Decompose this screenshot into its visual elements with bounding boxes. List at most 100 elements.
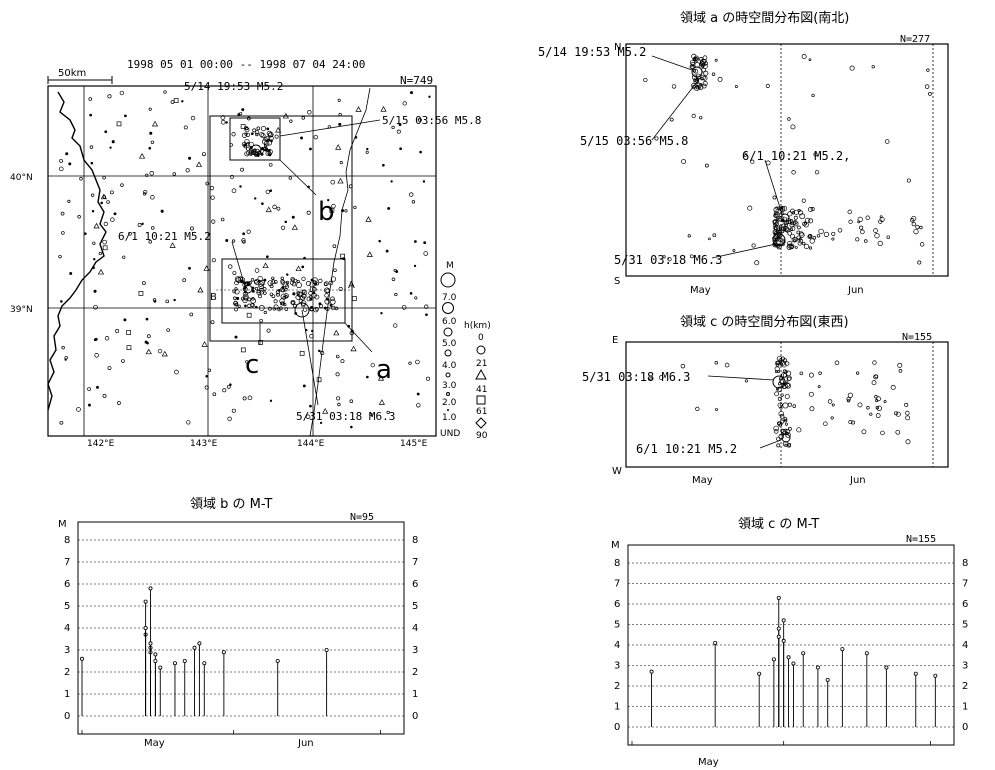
st-c-event (787, 426, 792, 431)
epicenter-dot (243, 295, 249, 301)
epicenter-dot (414, 296, 418, 300)
st-a-event (687, 234, 691, 238)
epicenter-dot (188, 156, 192, 160)
st-c-event (777, 421, 781, 426)
st-a-event (871, 65, 875, 69)
epicenter-dot (242, 232, 246, 236)
st-c-title: 領域 c の時空間分布図(東西) (680, 314, 849, 330)
epicenter-dot (102, 175, 106, 180)
st-a-event (780, 211, 784, 215)
epicenter-mid-marker (350, 345, 357, 352)
st-a-event (859, 225, 864, 230)
epicenter-dot (260, 133, 266, 139)
epicenter-dot (306, 210, 311, 215)
mtb-tick-right: 2 (412, 667, 418, 678)
epicenter-dot (402, 101, 407, 106)
st-a-event (915, 225, 920, 230)
epicenter-dot (280, 293, 287, 300)
epicenter-dot (84, 232, 87, 235)
st-c-event (848, 420, 853, 425)
epicenter-dot (261, 202, 264, 206)
st-c-event (775, 360, 780, 366)
mt-c-n: N=155 (906, 534, 936, 545)
epicenter-dot (380, 312, 383, 315)
epicenter-dot (295, 294, 301, 300)
epicenter-dot (182, 278, 186, 282)
epicenter-dot (245, 126, 249, 131)
map-n-label: N=749 (400, 74, 433, 87)
epicenter-dot (211, 219, 216, 224)
region-b-box (229, 117, 281, 161)
st-c-event (904, 410, 910, 416)
mtc-point (781, 618, 786, 623)
mtc-point (776, 634, 781, 639)
st-c-month-may: May (692, 475, 713, 486)
epicenter-dot (353, 205, 357, 209)
st-a-event (773, 210, 779, 216)
st-c-event (777, 396, 782, 401)
st-a-event (774, 211, 780, 218)
st-c-event (857, 402, 863, 408)
st-a-event (791, 170, 796, 175)
st-a-event (692, 69, 697, 73)
epicenter-mid-marker (265, 206, 272, 213)
epicenter-mid-marker (203, 265, 210, 271)
epicenter-dot (301, 116, 306, 120)
epicenter-dot (229, 174, 235, 180)
epicenter-dot (284, 284, 290, 289)
mtc-point (864, 651, 869, 656)
st-a-event (799, 213, 806, 220)
epicenter-dot (284, 307, 289, 311)
st-a-event (667, 257, 672, 262)
epicenter-dot (270, 139, 273, 143)
epicenter-dot (263, 310, 267, 315)
mtb-point (143, 599, 148, 604)
epicenter-dot (210, 320, 215, 325)
epicenter-dot (94, 353, 99, 358)
st-a-event (700, 76, 704, 81)
epicenter-mid-marker (377, 375, 385, 381)
st-a-event (831, 237, 835, 241)
epicenter-dot (173, 298, 176, 302)
mtb-tick-right: 3 (412, 645, 418, 656)
epicenter-dot (252, 128, 257, 133)
epicenter-dot (338, 112, 342, 117)
epicenter-dot (398, 123, 402, 127)
epicenter-dot (273, 299, 278, 304)
epicenter-dot (220, 119, 226, 125)
mtc-point (649, 669, 654, 674)
mtc-tick-left: 4 (614, 640, 620, 651)
epicenter-mid-marker (270, 278, 277, 284)
epicenter-dot (260, 126, 267, 132)
st-c-event (869, 412, 873, 416)
st-a-event (884, 139, 890, 144)
epicenter-dot (269, 189, 273, 192)
epicenter-dot (212, 392, 217, 397)
st-c-event (775, 370, 778, 374)
epicenter-dot (94, 337, 98, 341)
epicenter-dot (329, 299, 336, 305)
st-a-event (791, 237, 797, 243)
svg-text:7.0: 7.0 (442, 293, 457, 303)
epicenter-dot (68, 162, 72, 166)
map-annot-1: 5/14 19:53 M5.2 (184, 80, 283, 93)
epicenter-dot (411, 200, 416, 204)
epicenter-dot (330, 276, 337, 282)
epicenter-deep-marker (316, 377, 322, 383)
st-c-event (773, 425, 779, 432)
epicenter-dot (258, 305, 265, 311)
epicenter-dot (391, 125, 395, 130)
epicenter-dot (335, 354, 340, 359)
st-a-event (849, 65, 855, 71)
st-c-event (895, 411, 901, 417)
epicenter-dot (244, 132, 248, 136)
epicenter-dot (251, 289, 255, 293)
epicenter-dot (253, 148, 257, 152)
st-a-event (732, 249, 736, 252)
st-c-event (808, 391, 814, 397)
region-a-box (209, 115, 353, 342)
st-c-event (781, 429, 787, 435)
epicenter-dot (272, 204, 277, 210)
epicenter-dot (276, 292, 280, 297)
st-a-event (779, 227, 783, 231)
